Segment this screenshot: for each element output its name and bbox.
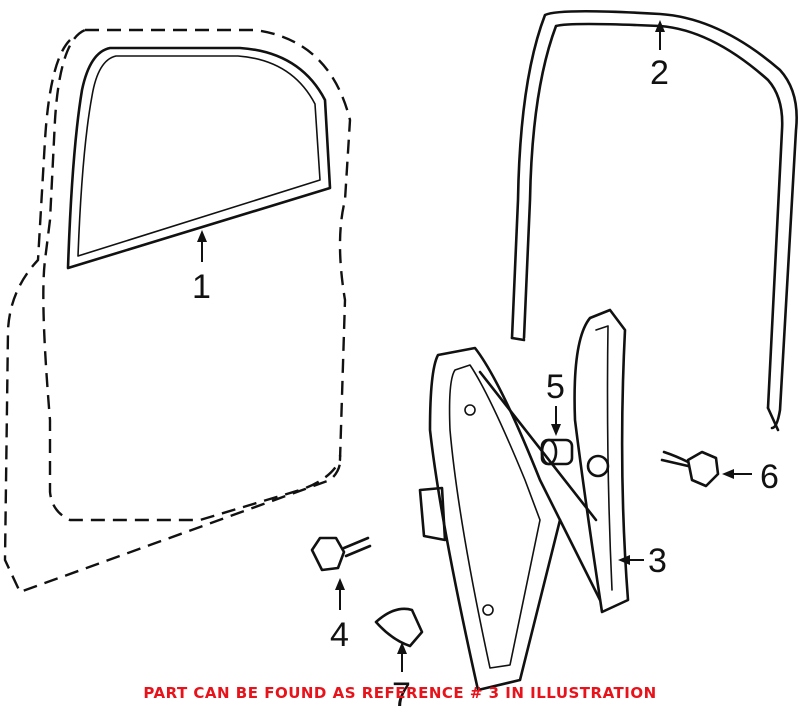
callout-number-3: 3 — [648, 542, 667, 580]
door-glass — [66, 46, 332, 270]
part-reference-note: PART CAN BE FOUND AS REFERENCE # 3 IN IL… — [143, 684, 657, 702]
door-shell-outline — [3, 28, 352, 594]
callout-arrows — [197, 20, 752, 672]
regulator-bolt-right — [660, 450, 720, 488]
callout-number-6: 6 — [760, 458, 779, 496]
regulator-motor-stud — [540, 438, 574, 466]
callout-number-2: 2 — [650, 54, 669, 92]
callout-number-5: 5 — [546, 368, 565, 406]
callout-number-1: 1 — [192, 268, 211, 306]
callout-number-7: 7 — [392, 676, 411, 712]
glass-run-channel — [510, 9, 798, 432]
callout-number-4: 4 — [330, 616, 349, 654]
regulator-bolt — [310, 536, 372, 572]
clip-bracket — [374, 607, 424, 648]
window-regulator — [418, 308, 630, 692]
